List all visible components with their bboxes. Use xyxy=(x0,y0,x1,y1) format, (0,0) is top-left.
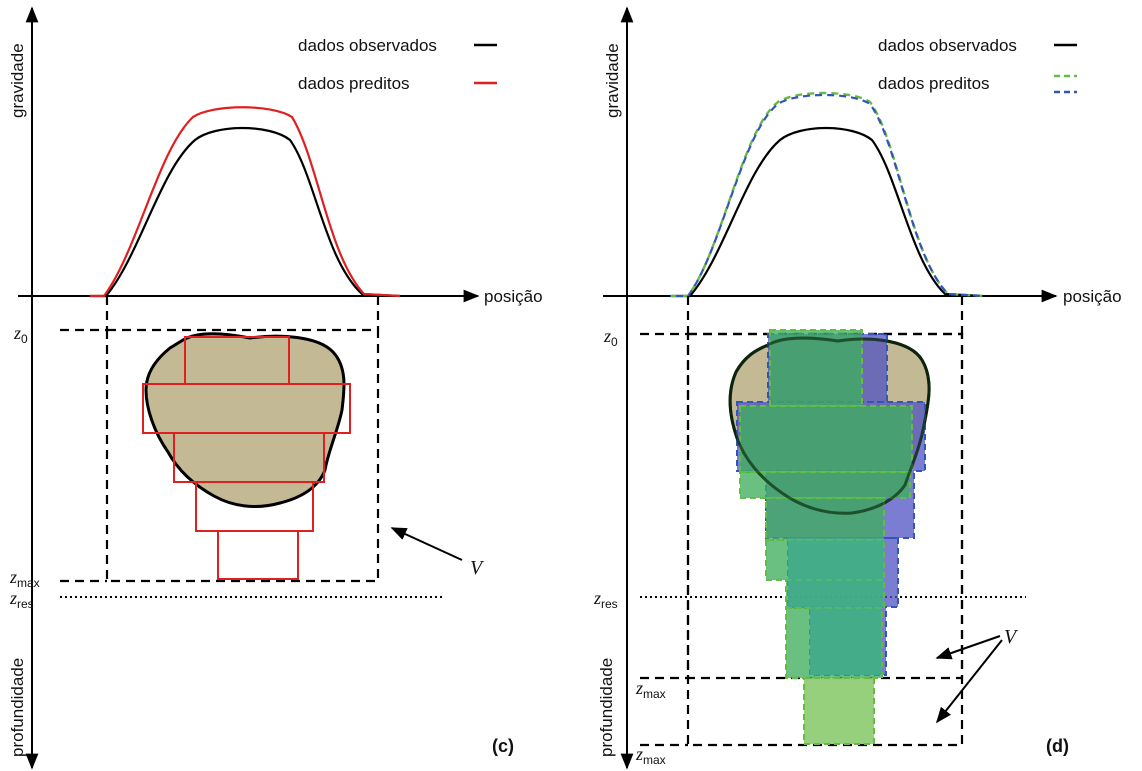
prism xyxy=(739,471,911,499)
observed-curve xyxy=(90,126,401,298)
geologic-body-outline xyxy=(728,336,931,515)
prism xyxy=(217,530,299,580)
y-axis-top-label: gravidade xyxy=(603,43,622,118)
volume-label: V xyxy=(1004,626,1019,648)
prism xyxy=(803,677,875,745)
x-axis-label: posição xyxy=(1063,287,1122,306)
legend-observed-label: dados observados xyxy=(878,36,1017,55)
y-axis-bottom-label: profundidade xyxy=(8,658,27,757)
x-axis-label: posição xyxy=(484,287,543,306)
predicted-curve xyxy=(90,106,401,298)
panel-d: gravidade profundidade posição dados obs… xyxy=(593,6,1122,770)
overlap-block xyxy=(810,607,882,675)
geologic-body xyxy=(144,332,346,509)
z0-label: z0 xyxy=(603,326,618,349)
volume-arrow-upper xyxy=(935,635,1001,660)
zmax-label-deep: zmax xyxy=(635,744,666,767)
zres-label: zres xyxy=(593,588,618,611)
volume-arrow-lower xyxy=(936,639,1003,724)
overlap-block xyxy=(788,538,884,607)
prism-group-green-deep xyxy=(803,677,875,745)
y-axis-top-label: gravidade xyxy=(8,43,27,118)
panel-label: (d) xyxy=(1046,736,1069,756)
volume-arrow xyxy=(390,527,463,561)
legend-predicted-label: dados preditos xyxy=(298,74,410,93)
panel-label: (c) xyxy=(492,736,514,756)
volume-label: V xyxy=(470,557,485,579)
y-axis-bottom-label: profundidade xyxy=(597,658,616,757)
predicted-curve-blue xyxy=(670,93,986,298)
prism xyxy=(769,329,863,407)
prism-overlap xyxy=(788,538,884,675)
prism xyxy=(765,497,885,541)
volume-box xyxy=(105,328,380,583)
zres-label: zres xyxy=(9,588,34,611)
observed-curve xyxy=(672,126,983,298)
z0-label: z0 xyxy=(13,323,28,346)
predicted-curve-green xyxy=(670,91,986,298)
prism-group-red xyxy=(142,336,351,580)
legend-predicted-label: dados preditos xyxy=(878,74,990,93)
zmax-label-shallow: zmax xyxy=(635,678,666,701)
prism xyxy=(739,405,913,473)
zmax-label: zmax xyxy=(9,567,40,590)
legend-observed-label: dados observados xyxy=(298,36,437,55)
panel-c: gravidade profundidade posição dados obs… xyxy=(8,6,543,770)
